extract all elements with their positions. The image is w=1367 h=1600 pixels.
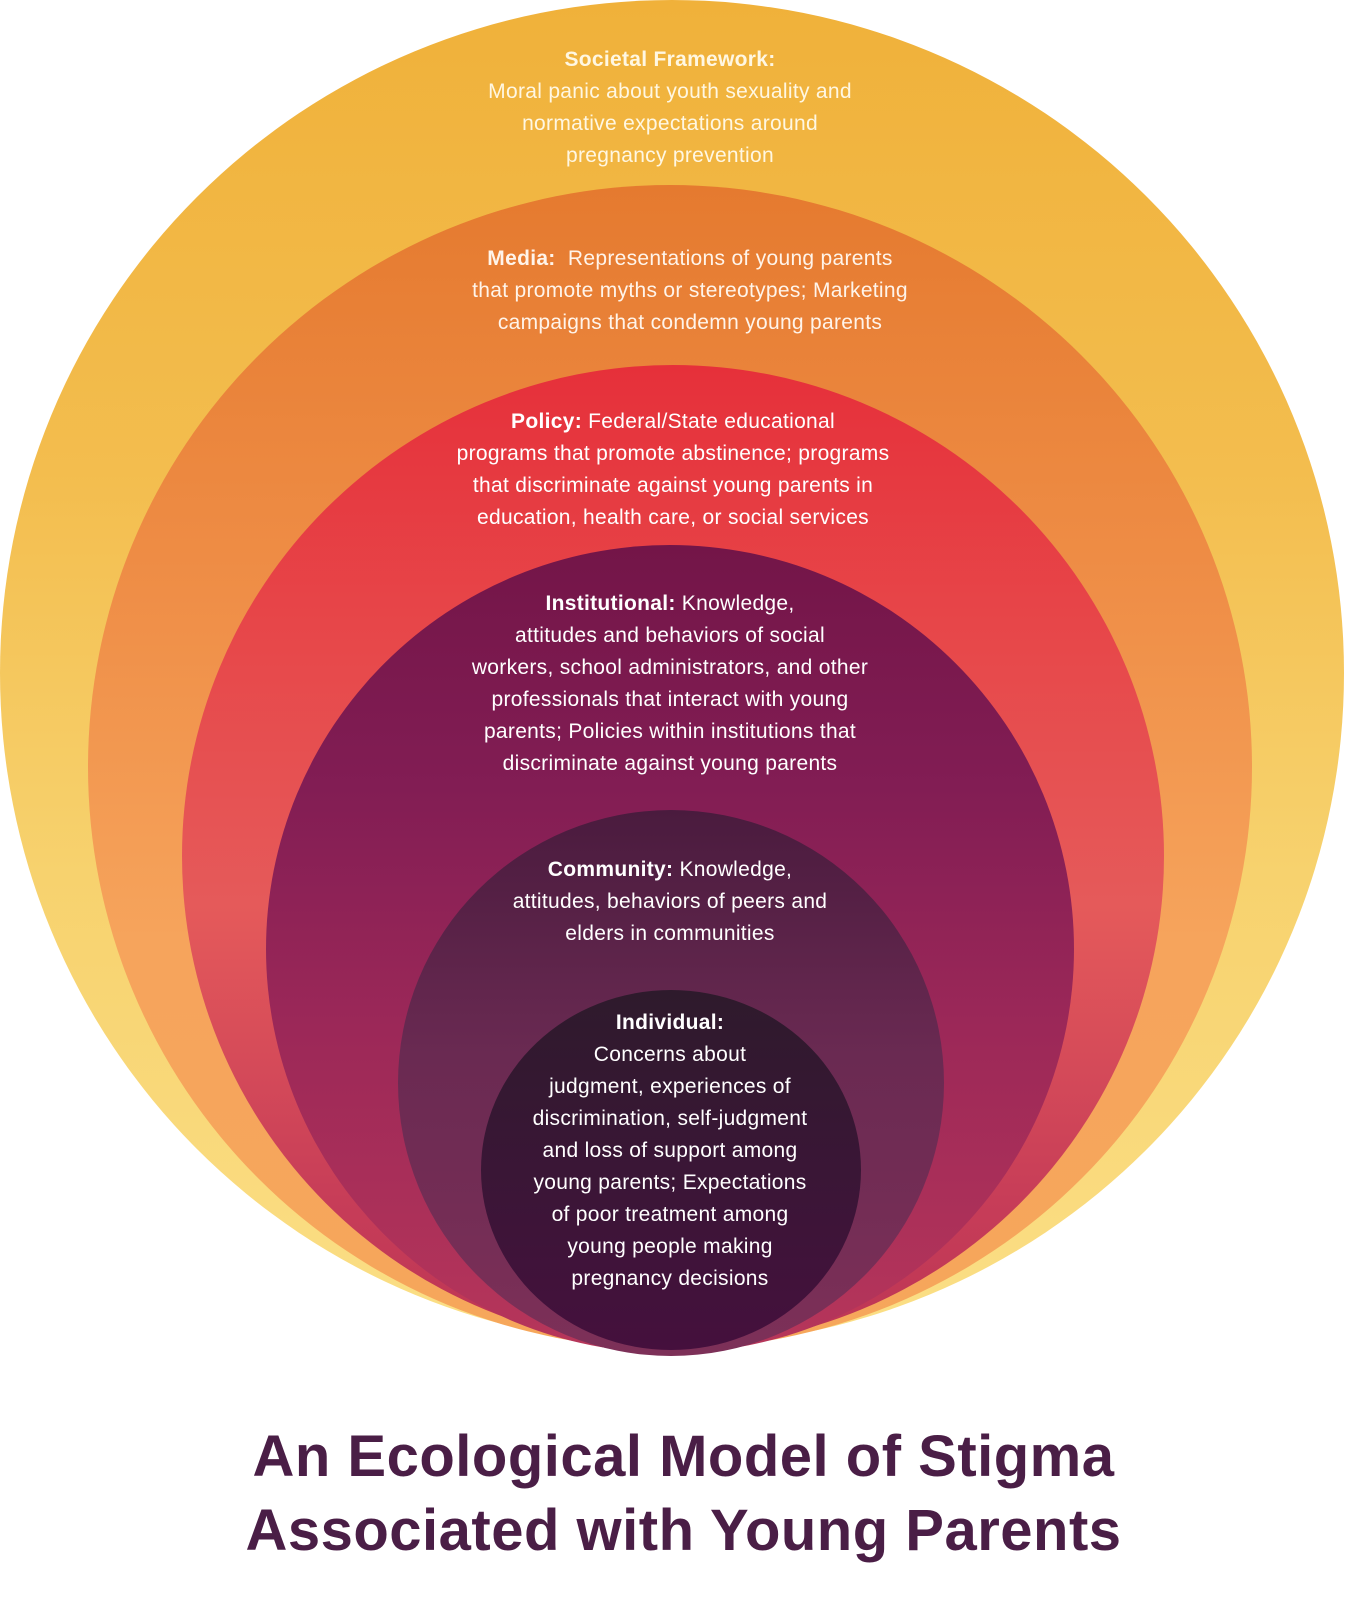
title-line-1: An Ecological Model of Stigma: [252, 1424, 1115, 1489]
policy-label: Policy:: [511, 410, 582, 433]
institutional-line: workers, school administrators, and othe…: [471, 656, 869, 679]
media-line: that promote myths or stereotypes; Marke…: [472, 279, 908, 302]
media-line: campaigns that condemn young parents: [497, 311, 883, 334]
media-label: Media:: [487, 247, 556, 270]
institutional-line: discriminate against young parents: [502, 752, 838, 775]
policy-text: Policy: Federal/State educational progra…: [418, 406, 928, 534]
individual-line: Concerns about: [593, 1043, 747, 1066]
media-text: Media: Representations of young parents …: [440, 243, 940, 339]
societal-framework-label: Societal Framework:: [564, 48, 776, 71]
institutional-line: parents; Policies within institutions th…: [483, 720, 857, 743]
societal-framework-text: Societal Framework: Moral panic about yo…: [410, 44, 930, 172]
community-line: attitudes, behaviors of peers and: [512, 890, 828, 913]
institutional-line: attitudes and behaviors of social: [515, 624, 825, 647]
individual-circle: [481, 990, 861, 1350]
institutional-label: Institutional:: [545, 592, 676, 615]
community-line: elders in communities: [565, 922, 775, 945]
individual-line: and loss of support among: [542, 1139, 798, 1162]
community-text: Community: Knowledge, attitudes, behavio…: [480, 854, 860, 950]
individual-line: young people making: [567, 1235, 773, 1258]
institutional-line: professionals that interact with young: [491, 688, 849, 711]
individual-text: Individual: Concerns about judgment, exp…: [510, 1007, 830, 1295]
individual-line: young parents; Expectations: [533, 1171, 807, 1194]
title-line-2: Associated with Young Parents: [245, 1498, 1122, 1563]
societal-framework-line: pregnancy prevention: [566, 144, 774, 167]
institutional-text: Institutional: Knowledge, attitudes and …: [440, 588, 900, 780]
individual-label: Individual:: [615, 1011, 725, 1034]
policy-line: Federal/State educational: [588, 410, 835, 433]
policy-line: education, health care, or social servic…: [477, 506, 869, 529]
community-line: Knowledge,: [679, 858, 793, 881]
individual-line: pregnancy decisions: [571, 1267, 769, 1290]
societal-framework-line: Moral panic about youth sexuality and: [488, 80, 852, 103]
individual-line: judgment, experiences of: [549, 1075, 791, 1098]
ecological-model-diagram: Societal Framework: Moral panic about yo…: [0, 0, 1344, 1356]
policy-line: that discriminate against young parents …: [472, 474, 874, 497]
societal-framework-line: normative expectations around: [522, 112, 818, 135]
policy-line: programs that promote abstinence; progra…: [456, 442, 890, 465]
individual-line: of poor treatment among: [551, 1203, 789, 1226]
community-label: Community:: [547, 858, 674, 881]
diagram-title: An Ecological Model of Stigma Associated…: [0, 1420, 1367, 1568]
institutional-line: Knowledge,: [681, 592, 795, 615]
media-line: Representations of young parents: [567, 247, 893, 270]
individual-line: discrimination, self-judgment: [532, 1107, 808, 1130]
